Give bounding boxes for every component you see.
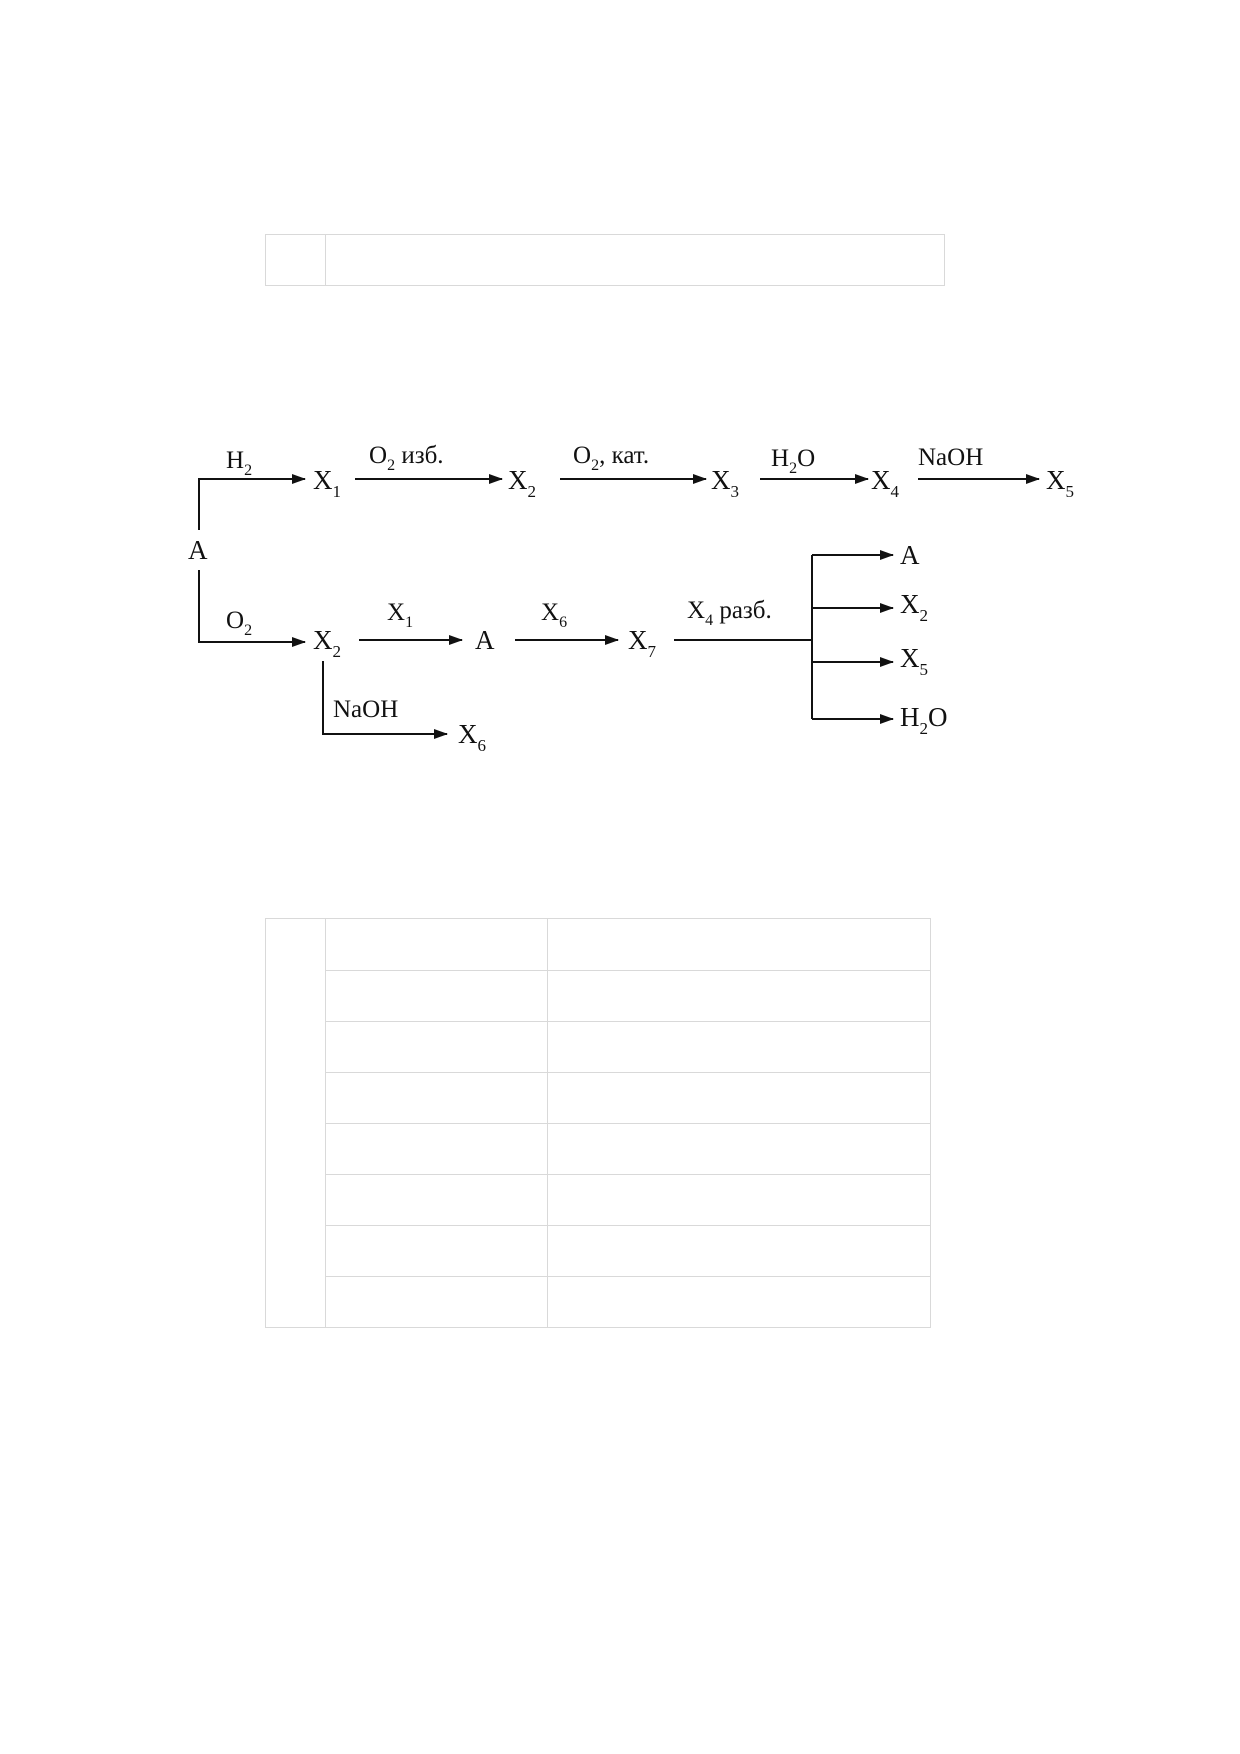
answer-table-row-divider: [325, 970, 930, 971]
label-h2o: H2O: [771, 445, 815, 477]
node-x4: X4: [871, 465, 900, 501]
branch-up-line: [198, 474, 306, 530]
label-x1-low: X1: [387, 599, 413, 631]
node-x2-low: X2: [313, 625, 341, 661]
label-o2-izb: O2 изб.: [369, 442, 444, 474]
node-x1: X1: [313, 465, 341, 501]
label-naoh-top: NaOH: [918, 444, 983, 471]
label-x6-low: X6: [541, 599, 567, 631]
node-x5-top: X5: [1046, 465, 1074, 501]
header-table-number-cell: [266, 235, 326, 285]
node-x5-out: X5: [900, 643, 928, 679]
node-x7: X7: [628, 625, 657, 661]
node-x6-out: X6: [458, 719, 486, 755]
answer-table-row-divider: [325, 1174, 930, 1175]
node-x2-out: X2: [900, 589, 928, 625]
label-naoh-low: NaOH: [333, 696, 398, 723]
branch-down-line: [198, 570, 306, 647]
node-a-left: A: [188, 535, 208, 565]
node-x2-top: X2: [508, 465, 536, 501]
answer-table-row-divider: [325, 1276, 930, 1277]
answer-table-row-divider: [325, 1123, 930, 1124]
header-table: [265, 234, 945, 286]
answer-table-row-divider: [325, 1021, 930, 1022]
answer-table: [265, 918, 931, 1328]
answer-table-number-column: [266, 919, 326, 1327]
node-x3: X3: [711, 465, 739, 501]
answer-table-row-divider: [325, 1225, 930, 1226]
arrow-x2-x6: [322, 661, 448, 739]
node-a-out: A: [900, 540, 920, 570]
label-o2-low: O2: [226, 607, 252, 639]
label-h2: H2: [226, 447, 252, 479]
label-x4-razb: X4 разб.: [687, 597, 772, 629]
node-h2o-out: H2O: [900, 702, 948, 738]
label-o2-kat: O2, кат.: [573, 442, 649, 474]
answer-table-row-divider: [325, 1072, 930, 1073]
node-a-mid: A: [475, 625, 495, 655]
